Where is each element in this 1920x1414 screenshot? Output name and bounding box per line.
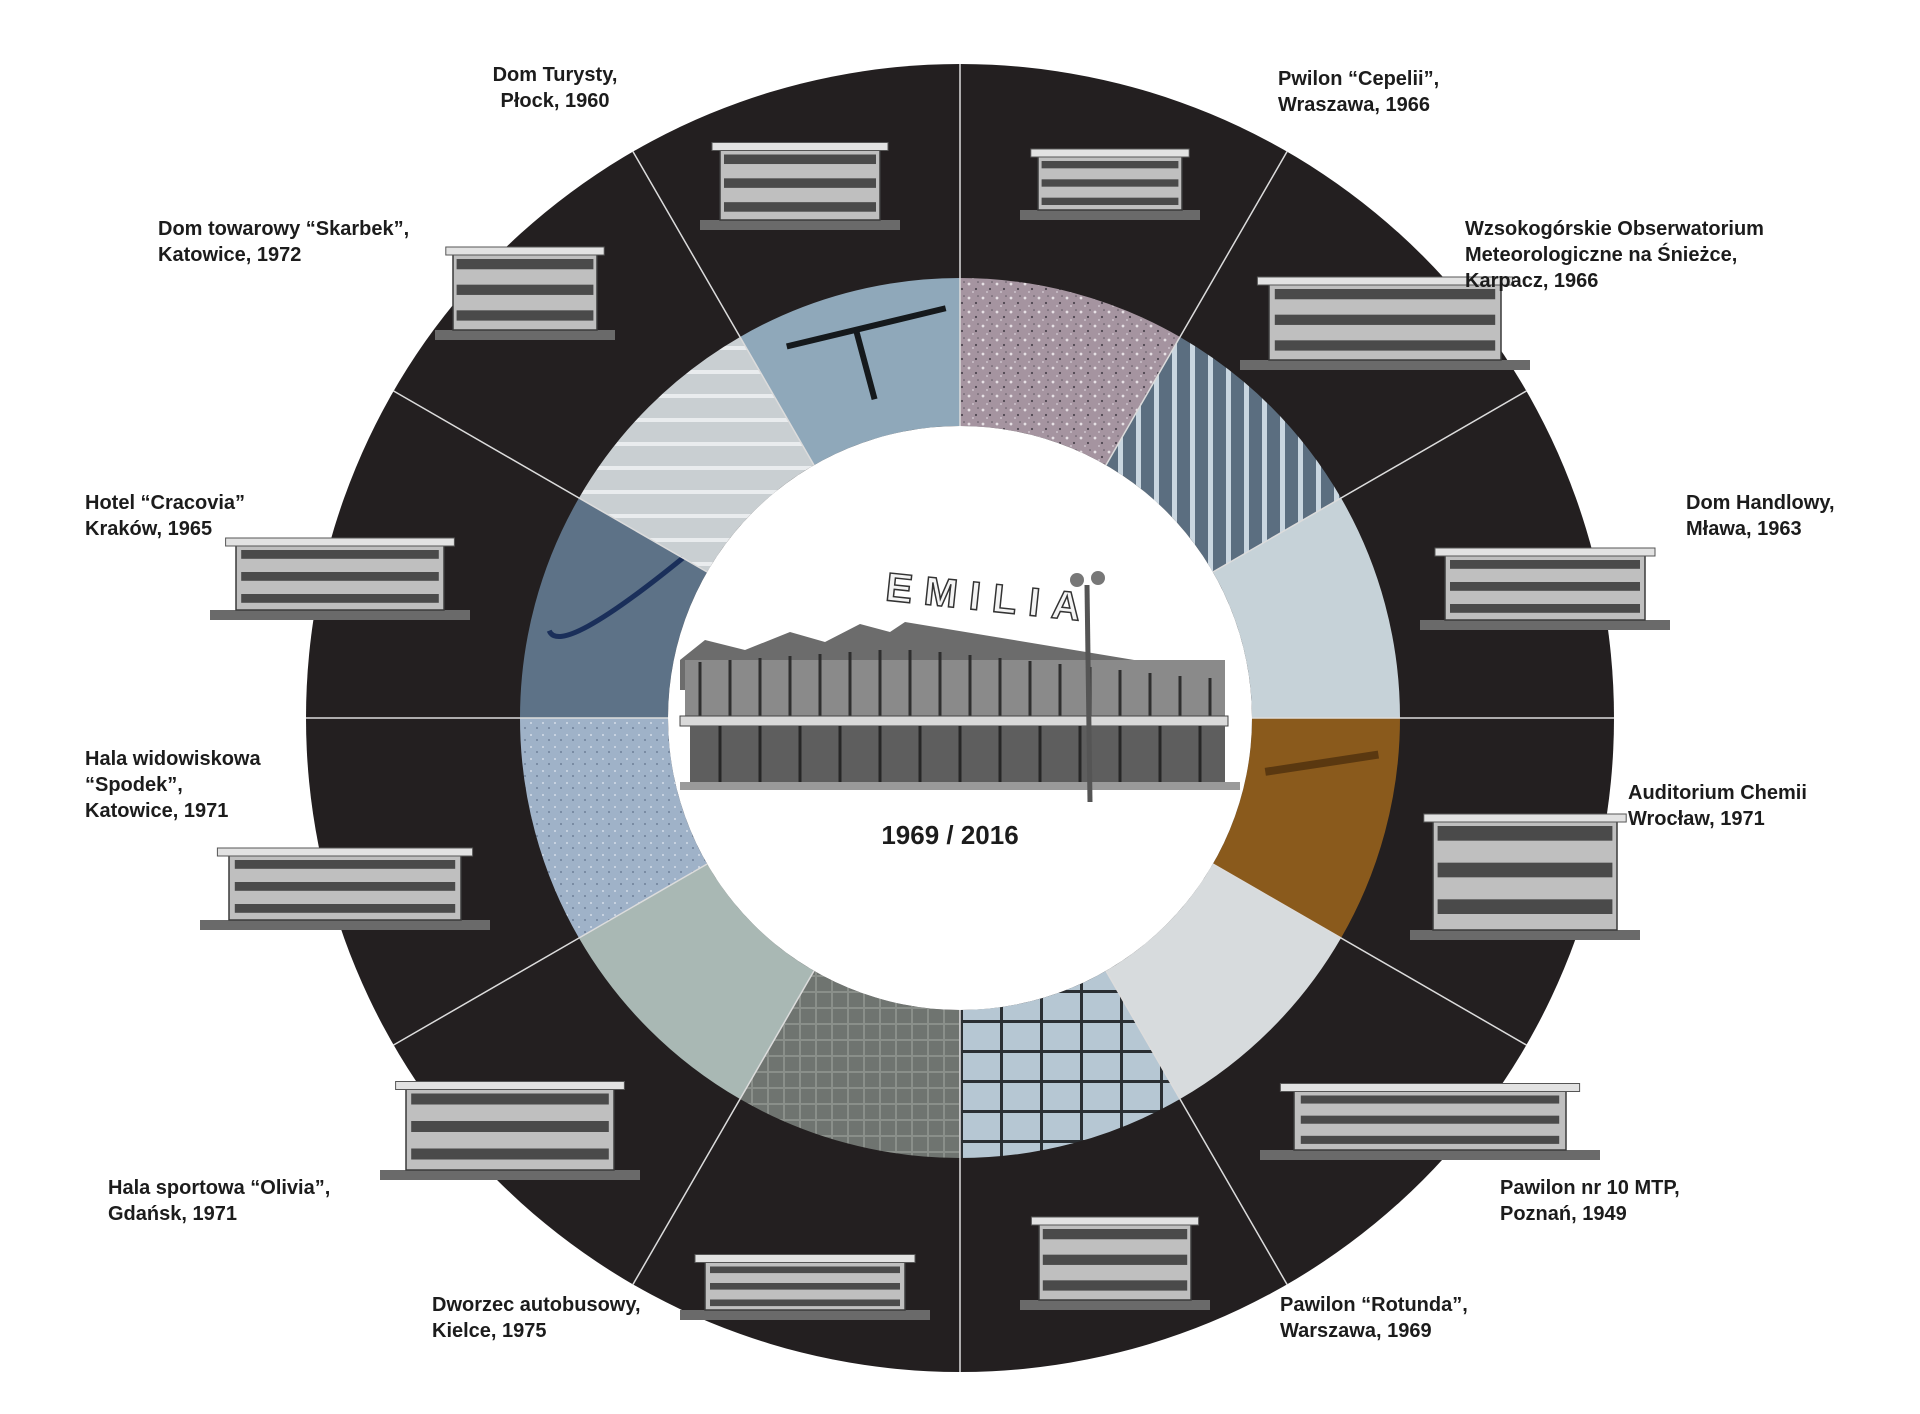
building-thumbnails xyxy=(200,142,1670,1320)
center-years: 1969 / 2016 xyxy=(881,820,1019,850)
thumb-dworzec-kielce xyxy=(680,1254,930,1320)
divider-line xyxy=(1212,863,1527,1046)
label-pawilon-rotunda: Pawilon “Rotunda”,Warszawa, 1969 xyxy=(1280,1294,1468,1342)
texture-sector-concrete-column xyxy=(1106,864,1342,1100)
thumb-obserwatorium xyxy=(1240,276,1530,370)
texture-sector-blue-stone xyxy=(520,718,708,938)
thumb-auditorium-chemii xyxy=(1410,813,1640,940)
label-hotel-cracovia: Hotel “Cracovia”Kraków, 1965 xyxy=(85,492,246,540)
label-dom-handlowy: Dom Handlowy,Mława, 1963 xyxy=(1686,492,1835,540)
divider-line xyxy=(393,863,708,1046)
thumb-pawilon-rotunda xyxy=(1020,1216,1210,1310)
thumb-dom-turysty xyxy=(700,142,900,230)
texture-sector-terrazzo xyxy=(960,278,1180,466)
divider-line xyxy=(632,151,815,466)
label-dworzec-kielce: Dworzec autobusowy,Kielce, 1975 xyxy=(432,1294,641,1342)
divider-line xyxy=(1105,970,1288,1285)
texture-sector-skylight xyxy=(1212,498,1400,718)
divider-line xyxy=(1105,151,1288,466)
texture-sector-steel-fins xyxy=(1106,336,1342,572)
divider-line xyxy=(393,390,708,573)
label-hala-spodek: Hala widowiskowa“Spodek”,Katowice, 1971 xyxy=(85,748,261,822)
texture-sector-ceiling-lights xyxy=(578,336,814,572)
emilia-pavilion-illustration: EMILIA xyxy=(679,565,1240,803)
label-hala-olivia: Hala sportowa “Olivia”,Gdańsk, 1971 xyxy=(108,1177,331,1225)
texture-sector-ceramic-tiles xyxy=(740,970,960,1158)
label-pawilon-cepelii: Pwilon “Cepelii”,Wraszawa, 1966 xyxy=(1278,68,1440,116)
label-dom-turysty: Dom Turysty,Płock, 1960 xyxy=(492,64,618,112)
thumb-hotel-cracovia xyxy=(210,537,470,620)
label-pawilon-mtp: Pawilon nr 10 MTP,Poznań, 1949 xyxy=(1500,1177,1680,1225)
texture-sector-window-frame xyxy=(740,278,960,466)
sector-dividers xyxy=(306,64,1614,1372)
thumb-hala-olivia xyxy=(380,1081,640,1180)
thumb-pawilon-mtp xyxy=(1260,1083,1600,1160)
texture-sector-wooden-bench xyxy=(1212,718,1400,938)
thumb-pawilon-cepelii xyxy=(1020,148,1200,220)
texture-sector-glass-facade xyxy=(960,970,1180,1158)
texture-ring xyxy=(520,278,1400,1158)
thumb-dom-skarbek xyxy=(435,246,615,340)
divider-line xyxy=(1212,390,1527,573)
label-dom-skarbek: Dom towarowy “Skarbek”,Katowice, 1972 xyxy=(158,218,410,266)
texture-sector-ribbed-ceiling xyxy=(578,864,814,1100)
divider-line xyxy=(632,970,815,1285)
thumb-dom-handlowy xyxy=(1420,547,1670,630)
thumb-hala-spodek xyxy=(200,847,490,930)
window-frame-detail xyxy=(546,305,1380,776)
